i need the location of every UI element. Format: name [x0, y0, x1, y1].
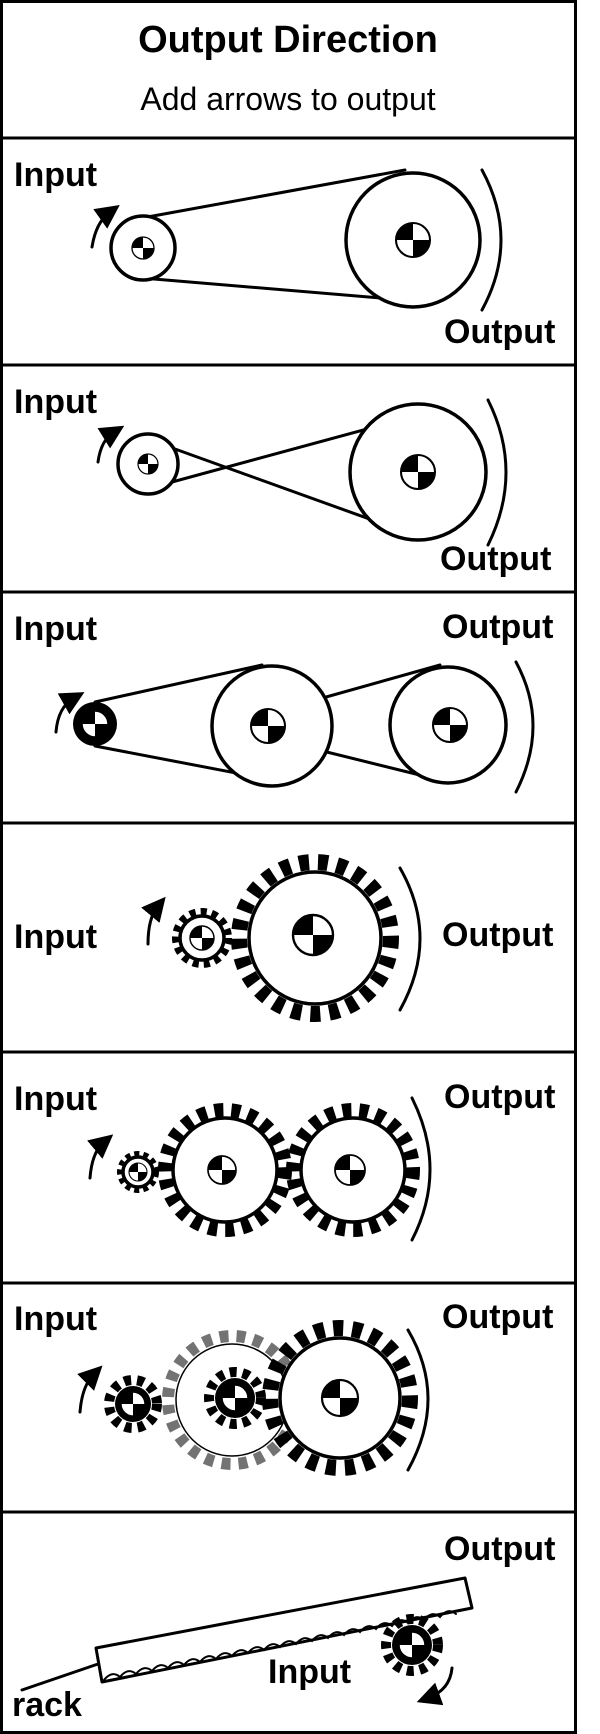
sheet-border: [0, 0, 577, 1734]
output-label: Output: [440, 540, 551, 578]
input-label: Input: [14, 1300, 97, 1338]
input-rotation-arrow-icon: [96, 425, 125, 464]
panel-crossed-belt: Input Output: [14, 383, 551, 578]
panel-rack-and-pinion: Output Input rack: [12, 1530, 555, 1724]
output-label: Output: [444, 1078, 555, 1116]
output-label: Output: [442, 608, 553, 646]
output-hub: [433, 708, 467, 742]
panel-open-belt: Input Output: [14, 156, 555, 351]
input-rotation-arrow-icon: [141, 896, 166, 946]
input-label: Input: [14, 156, 97, 194]
input-rotation-arrow-icon: [77, 1365, 103, 1414]
pinion-gear: [381, 1614, 443, 1676]
header: Output Direction Add arrows to output: [138, 19, 438, 117]
middle-hub: [251, 709, 285, 743]
input-gear: [172, 908, 232, 968]
input-gear: [117, 1151, 159, 1193]
panel-two-gear: Input Output: [14, 854, 553, 1022]
panel-two-stage-belt: Input Output: [14, 608, 553, 794]
input-hub: [132, 237, 154, 259]
output-label: Output: [444, 1530, 555, 1568]
output-arc: [514, 660, 535, 794]
output-gear: [231, 854, 399, 1022]
input-label: Input: [14, 610, 97, 648]
output-label: Output: [444, 313, 555, 351]
output-arc: [410, 1096, 432, 1242]
page-title: Output Direction: [138, 19, 438, 61]
output-hub: [396, 223, 430, 257]
input-rotation-arrow-icon: [416, 1666, 454, 1706]
panel-four-gear: Input Output: [14, 1298, 553, 1476]
middle-gear: [158, 1103, 292, 1237]
rack-label: rack: [12, 1686, 82, 1724]
input-label: Input: [14, 918, 97, 956]
belt: [93, 663, 264, 704]
input-label: Input: [14, 1080, 97, 1118]
output-hub: [401, 455, 435, 489]
output-gear: [262, 1320, 418, 1476]
output-arc: [480, 168, 503, 312]
panel-three-gear: Input Output: [14, 1078, 555, 1242]
belt: [148, 418, 402, 490]
input-hub: [138, 454, 158, 474]
belt: [140, 168, 407, 220]
input-label: Input: [14, 383, 97, 421]
input-label: Input: [268, 1653, 351, 1691]
input-gear: [104, 1375, 162, 1433]
output-arc: [406, 1328, 430, 1472]
input-rotation-arrow-icon: [87, 1134, 114, 1180]
output-gear: [286, 1103, 420, 1237]
page-subtitle: Add arrows to output: [140, 81, 435, 117]
input-rotation-arrow-icon: [54, 692, 85, 734]
output-label: Output: [442, 1298, 553, 1336]
input-hub: [82, 711, 108, 737]
output-arc: [486, 398, 508, 547]
idler-gear-small: [204, 1367, 266, 1429]
output-label: Output: [442, 916, 553, 954]
output-arc: [398, 866, 422, 1012]
input-rotation-arrow-icon: [90, 205, 120, 249]
belt: [148, 438, 402, 532]
belt: [140, 276, 407, 302]
